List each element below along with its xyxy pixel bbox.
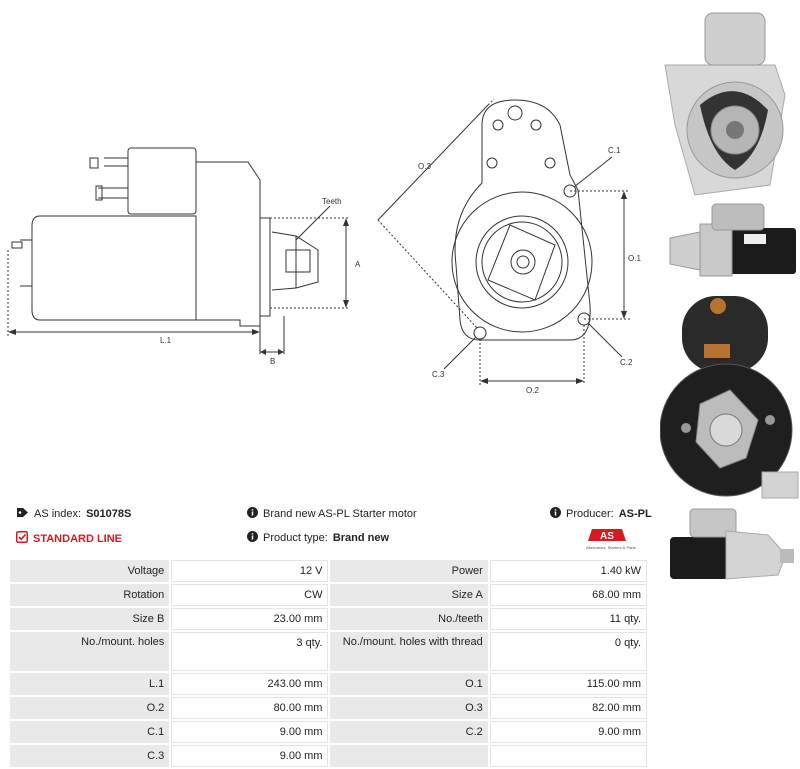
tag-icon xyxy=(16,507,29,521)
product-photo-front[interactable] xyxy=(660,5,800,200)
spec-label: Size A xyxy=(330,584,488,606)
spec-label: C.3 xyxy=(10,745,170,767)
spec-label xyxy=(330,745,488,767)
spec-value: 12 V xyxy=(171,560,329,582)
spec-label: C.2 xyxy=(330,721,488,743)
dim-b-label: B xyxy=(270,357,275,366)
producer-value: AS-PL xyxy=(618,508,652,520)
product-type-row: Product type: Brand new xyxy=(247,531,389,545)
product-photo-angle[interactable] xyxy=(660,505,800,585)
spec-label: Rotation xyxy=(10,584,170,606)
spec-label: C.1 xyxy=(10,721,170,743)
as-index-value: S01078S xyxy=(86,508,132,520)
spec-value: 0 qty. xyxy=(489,632,647,671)
info-icon xyxy=(247,531,258,545)
spec-label: No./mount. holes xyxy=(10,632,170,671)
dim-o3-label: O.3 xyxy=(418,162,431,171)
spec-label: Power xyxy=(330,560,488,582)
product-type-value: Brand new xyxy=(332,532,390,544)
spec-value: 9.00 mm xyxy=(171,745,329,767)
spec-value: 23.00 mm xyxy=(171,608,329,630)
spec-value: 11 qty. xyxy=(489,608,647,630)
spec-value: CW xyxy=(171,584,329,606)
spec-label: No./teeth xyxy=(330,608,488,630)
description-row: Brand new AS-PL Starter motor xyxy=(247,507,417,521)
spec-label: No./mount. holes with thread xyxy=(330,632,488,671)
dim-o1-label: O.1 xyxy=(628,254,641,263)
spec-label: O.3 xyxy=(330,697,488,719)
producer-row: Producer: AS-PL xyxy=(550,507,652,521)
dim-c2-label: C.2 xyxy=(620,358,633,367)
description-text: Brand new AS-PL Starter motor xyxy=(263,508,417,520)
spec-value xyxy=(489,745,647,767)
producer-label: Producer: xyxy=(566,508,614,520)
logo-tagline: Alternators, Starters & Parts xyxy=(586,545,636,550)
spec-label: O.2 xyxy=(10,697,170,719)
spec-value: 9.00 mm xyxy=(489,721,647,743)
spec-label: O.1 xyxy=(330,673,488,695)
spec-label: L.1 xyxy=(10,673,170,695)
dim-l1-label: L.1 xyxy=(160,336,172,345)
spec-value: 1.40 kW xyxy=(489,560,647,582)
product-photo-side[interactable] xyxy=(660,200,800,292)
front-view-diagram: O.3 C.1 O.1 C.3 C.2 O.2 xyxy=(377,98,641,395)
spec-label: Size B xyxy=(10,608,170,630)
spec-value: 80.00 mm xyxy=(171,697,329,719)
as-pl-logo: AS Alternators, Starters & Parts xyxy=(586,527,650,551)
checkbox-icon xyxy=(16,531,28,546)
spec-value: 9.00 mm xyxy=(171,721,329,743)
teeth-label: Teeth xyxy=(322,197,342,206)
spec-value: 68.00 mm xyxy=(489,584,647,606)
spec-value: 82.00 mm xyxy=(489,697,647,719)
standard-line-row: STANDARD LINE xyxy=(16,531,122,546)
dim-a-label: A xyxy=(355,260,361,269)
standard-line-label: STANDARD LINE xyxy=(33,532,123,545)
dim-o2-label: O.2 xyxy=(526,386,539,395)
product-photo-rear[interactable] xyxy=(660,292,800,502)
dim-c3-label: C.3 xyxy=(432,370,445,379)
spec-value: 115.00 mm xyxy=(489,673,647,695)
spec-value: 243.00 mm xyxy=(171,673,329,695)
as-index-row: AS index: S01078S xyxy=(16,507,131,521)
side-view-diagram: Teeth A L.1 B xyxy=(7,147,361,366)
spec-value: 3 qty. xyxy=(171,632,329,671)
info-icon xyxy=(247,507,258,521)
info-icon xyxy=(550,507,561,521)
product-type-label: Product type: xyxy=(263,532,328,544)
dim-c1-label: C.1 xyxy=(608,146,621,155)
logo-text: AS xyxy=(600,531,614,542)
as-index-label: AS index: xyxy=(34,508,82,520)
spec-label: Voltage xyxy=(10,560,170,582)
